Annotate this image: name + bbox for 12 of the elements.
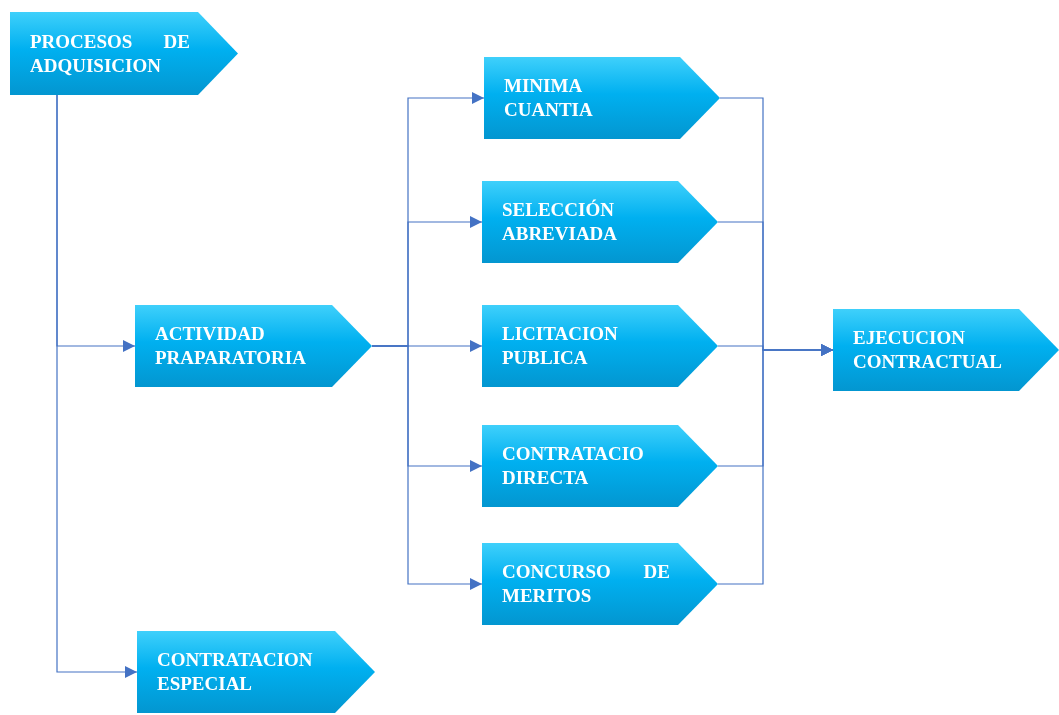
box-label: ACTIVIDAD PRAPARATORIA [155, 322, 307, 370]
box-label: PROCESOS DE ADQUISICION [30, 29, 190, 78]
connector-arrow [56, 94, 138, 678]
box-label: CONTRATACION ESPECIAL [157, 648, 314, 696]
box-label: CONCURSO DE MERITOS [502, 560, 670, 608]
box-label: EJECUCION CONTRACTUAL [853, 326, 1003, 374]
box-label: LICITACION PUBLICA [502, 322, 619, 370]
connector-arrow [717, 344, 834, 585]
box-label: SELECCIÓN ABREVIADA [502, 198, 619, 246]
box-label: CONTRATACIO DIRECTA [502, 442, 645, 490]
connector-arrow [371, 345, 483, 590]
box-label: MINIMA CUANTIA [504, 74, 594, 122]
